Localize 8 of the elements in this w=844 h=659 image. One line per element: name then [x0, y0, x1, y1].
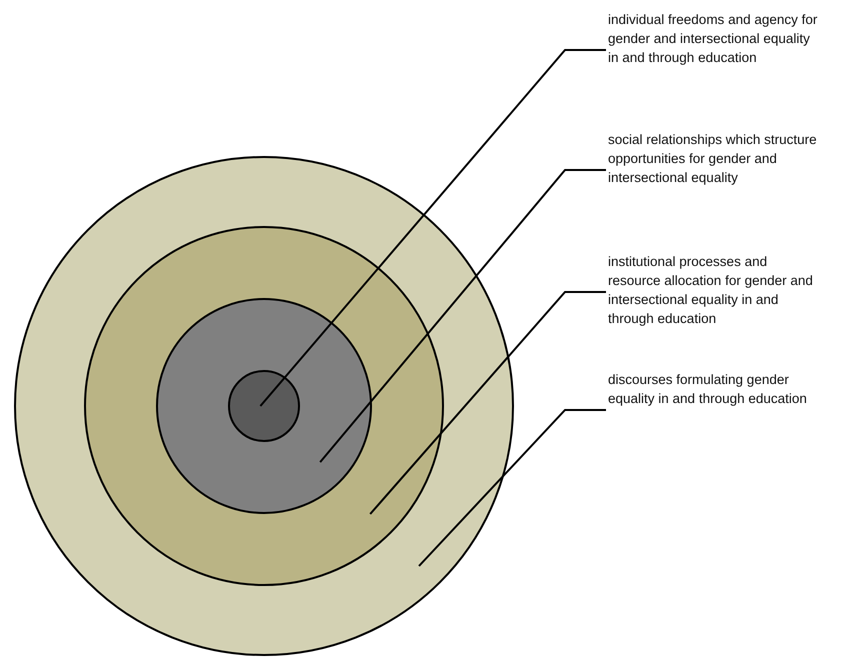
description-text: social relationships which structure opportunities for gender and intersectional equality	[608, 130, 822, 187]
leader-line	[418, 409, 606, 567]
leader-line	[260, 49, 606, 407]
leader-line	[369, 291, 606, 515]
leader-line	[319, 169, 606, 463]
description-text: institutional processes and resource allocation for gender and intersectional equality in and through education	[608, 252, 822, 328]
description-text: discourses formulating gender equality in and through education	[608, 370, 822, 408]
description-text: individual freedoms and agency for gender and intersectional equality in and through education	[608, 10, 822, 67]
